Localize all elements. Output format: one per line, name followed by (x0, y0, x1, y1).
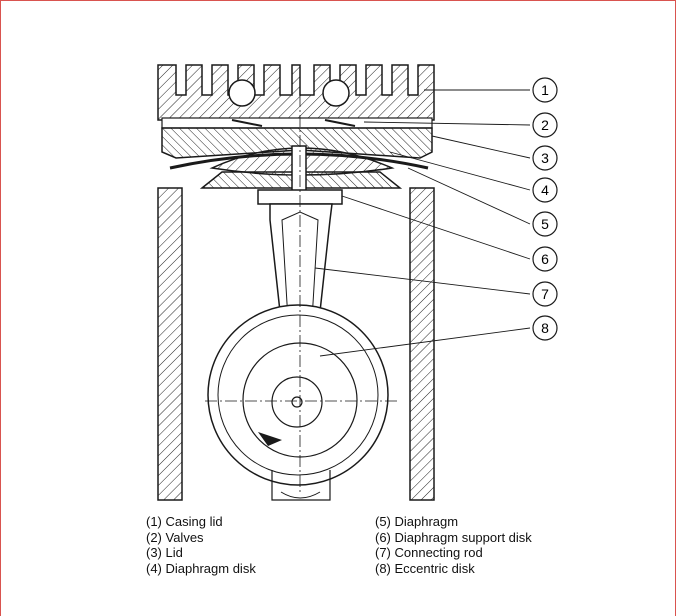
svg-text:1: 1 (541, 82, 549, 98)
legend-item-casing-lid: (1) Casing lid (146, 514, 223, 529)
casing-wall-left (157, 187, 183, 501)
legend-item-connecting-rod: (7) Connecting rod (375, 545, 483, 560)
rotation-arrow (258, 432, 282, 446)
callout-8: 8 (532, 315, 558, 341)
legend-item-diaphragm-support-disk: (6) Diaphragm support disk (375, 529, 532, 545)
callout-3: 3 (532, 145, 558, 171)
legend-item-diaphragm-disk: (4) Diaphragm disk (146, 560, 256, 576)
legend-left: (1) Casing lid (2) Valves (3) Lid (4) Di… (146, 514, 256, 576)
casing-lid (157, 64, 435, 121)
svg-text:2: 2 (541, 117, 549, 133)
svg-text:4: 4 (541, 182, 549, 198)
callout-2: 2 (532, 112, 558, 138)
callout-5: 5 (532, 211, 558, 237)
legend-item-lid: (3) Lid (146, 545, 183, 560)
eccentric-disk (207, 304, 389, 501)
leader-lines (314, 89, 531, 357)
svg-text:7: 7 (541, 286, 549, 302)
callout-1: 1 (532, 77, 558, 103)
svg-text:5: 5 (541, 216, 549, 232)
callout-4: 4 (532, 177, 558, 203)
callout-7: 7 (532, 281, 558, 307)
valve-plate (161, 117, 433, 129)
svg-text:6: 6 (541, 251, 549, 267)
casing-wall-right (409, 187, 435, 501)
lid (161, 127, 433, 159)
legend-item-eccentric-disk: (8) Eccentric disk (375, 560, 475, 576)
callout-6: 6 (532, 246, 558, 272)
svg-text:8: 8 (541, 320, 549, 336)
legend-right: (5) Diaphragm (6) Diaphragm support disk… (375, 514, 532, 576)
valves (231, 119, 356, 127)
legend-item-diaphragm: (5) Diaphragm (375, 514, 459, 529)
svg-text:3: 3 (541, 150, 549, 166)
legend-item-valves: (2) Valves (146, 529, 204, 545)
